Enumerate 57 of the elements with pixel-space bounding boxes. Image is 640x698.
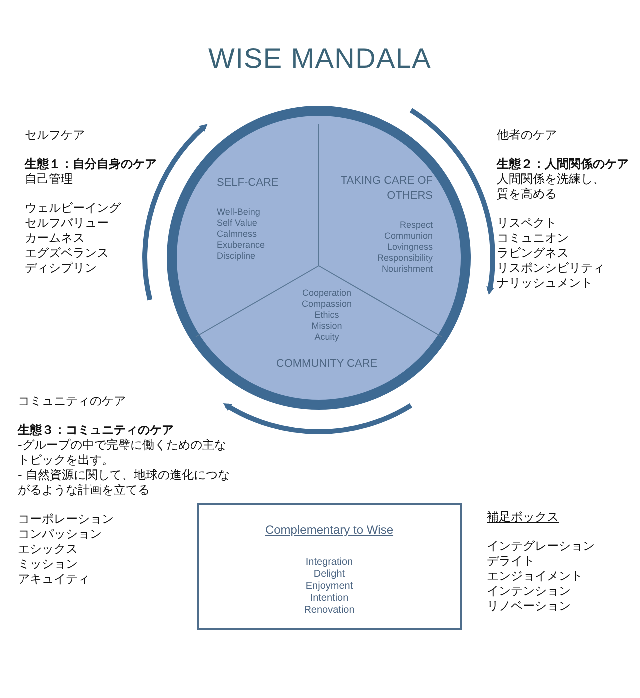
list-item: エグズベランス bbox=[25, 246, 110, 261]
box-item: Intention bbox=[310, 593, 349, 605]
sector-item: Compassion bbox=[302, 299, 352, 310]
list-item: アキュイティ bbox=[18, 572, 91, 587]
sector-item: Mission bbox=[312, 321, 342, 332]
section-heading: 生態１：自分自身のケア bbox=[25, 157, 158, 172]
box-item: Enjoyment bbox=[306, 581, 354, 593]
list-item: ミッション bbox=[18, 557, 79, 572]
diagram-title: WISE MANDALA bbox=[207, 42, 433, 76]
box-item: Renovation bbox=[304, 605, 355, 617]
box-item: Integration bbox=[306, 557, 354, 569]
sector-item: Self Value bbox=[217, 218, 258, 229]
sector-item: Lovingness bbox=[387, 242, 433, 253]
section-heading: コミュニティのケア bbox=[18, 394, 127, 409]
sector-item: Responsibility bbox=[377, 253, 433, 264]
list-item: - 自然資源に関して、地球の進化につながるような計画を立てる bbox=[18, 468, 232, 498]
list-item: インテンション bbox=[487, 584, 572, 599]
list-item: コンパッション bbox=[18, 527, 103, 542]
box-item: Delight bbox=[314, 569, 346, 581]
list-item: ナリッシュメント bbox=[497, 276, 594, 291]
section-heading: 補足ボックス bbox=[487, 510, 560, 525]
sector-heading: COMMUNITY CARE bbox=[276, 357, 378, 372]
sector-item: Discipline bbox=[217, 251, 256, 262]
sector-item: Communion bbox=[384, 231, 433, 242]
complementary-box bbox=[197, 503, 462, 630]
list-item: 自己管理 bbox=[25, 172, 74, 187]
list-item: エンジョイメント bbox=[487, 569, 584, 584]
list-item: リスポンシビリティ bbox=[497, 261, 606, 276]
section-heading: 他者のケア bbox=[497, 128, 558, 143]
sector-heading: SELF-CARE bbox=[217, 176, 279, 191]
sector-item: Calmness bbox=[217, 229, 258, 240]
list-item: デライト bbox=[487, 554, 536, 569]
sector-item: Well-Being bbox=[217, 207, 260, 218]
list-item: ウェルビーイング bbox=[25, 201, 122, 216]
list-item: 人間関係を洗練し、質を高める bbox=[497, 172, 606, 202]
list-item: カームネス bbox=[25, 231, 86, 246]
sector-item: Cooperation bbox=[302, 288, 352, 299]
sector-heading: TAKING CARE OF OTHERS bbox=[340, 174, 433, 204]
list-item: リノベーション bbox=[487, 599, 572, 614]
sector-item: Ethics bbox=[314, 310, 340, 321]
list-item: セルフバリュー bbox=[25, 216, 110, 231]
sector-item: Nourishment bbox=[382, 264, 433, 275]
section-heading: 生態３：コミュニティのケア bbox=[18, 423, 175, 438]
box-heading: Complementary to Wise bbox=[265, 522, 394, 539]
list-item: エシックス bbox=[18, 542, 79, 557]
section-heading: 生態２：人間関係のケア bbox=[497, 157, 630, 172]
list-item: -グループの中で完璧に働くための主なトピックを出す。 bbox=[18, 438, 228, 468]
sector-item: Exuberance bbox=[217, 240, 266, 251]
list-item: コミュニオン bbox=[497, 231, 570, 246]
list-item: ディシプリン bbox=[25, 261, 98, 276]
list-item: コーポレーション bbox=[18, 512, 115, 527]
section-heading: セルフケア bbox=[25, 128, 86, 143]
list-item: インテグレーション bbox=[487, 539, 596, 554]
sector-item: Acuity bbox=[314, 332, 340, 343]
list-item: リスペクト bbox=[497, 216, 558, 231]
sector-item: Respect bbox=[400, 220, 433, 231]
list-item: ラビングネス bbox=[497, 246, 570, 261]
